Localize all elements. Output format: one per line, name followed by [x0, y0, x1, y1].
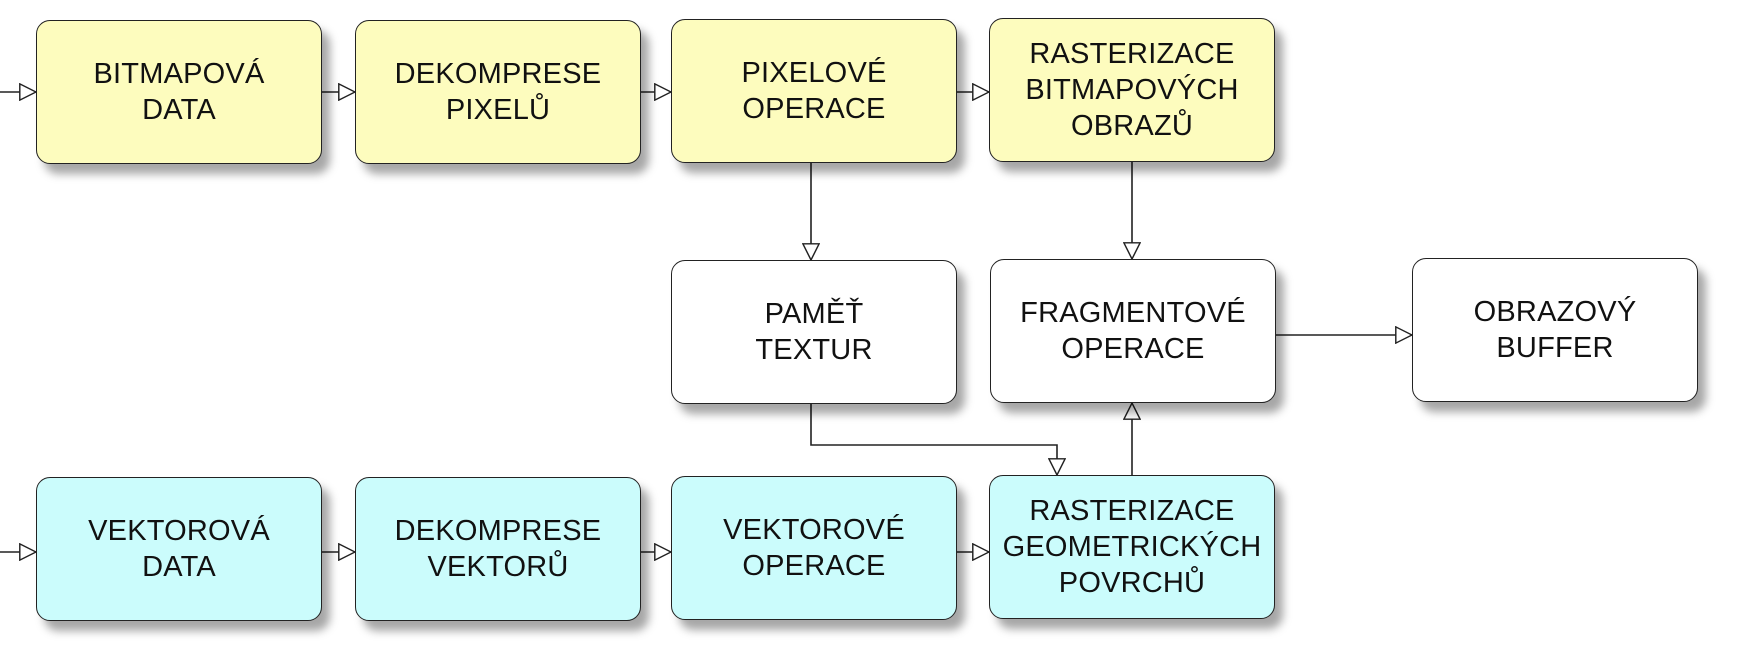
node-bitmap-rasterization: RASTERIZACE BITMAPOVÝCH OBRAZŮ [989, 18, 1275, 162]
node-fragment-operations: FRAGMENTOVÉ OPERACE [990, 259, 1276, 403]
node-pixel-operations: PIXELOVÉ OPERACE [671, 19, 957, 163]
node-pixel-decompression: DEKOMPRESE PIXELŮ [355, 20, 641, 164]
node-pixel-operations-label: PIXELOVÉ OPERACE [741, 57, 887, 125]
node-bitmap-data: BITMAPOVÁ DATA [36, 20, 322, 164]
node-texture-memory-label: PAMĚŤ TEXTUR [755, 298, 873, 366]
node-framebuffer: OBRAZOVÝ BUFFER [1412, 258, 1698, 402]
node-pixel-decompression-label: DEKOMPRESE PIXELŮ [394, 58, 602, 126]
node-geometry-rasterization: RASTERIZACE GEOMETRICKÝCH POVRCHŮ [989, 475, 1275, 619]
node-texture-memory: PAMĚŤ TEXTUR [671, 260, 957, 404]
arrow-texture-memory-to-geometry-rasterization [810, 404, 1057, 475]
node-vector-operations-label: VEKTOROVÉ OPERACE [723, 514, 905, 582]
node-bitmap-data-label: BITMAPOVÁ DATA [93, 58, 265, 126]
node-geometry-rasterization-label: RASTERIZACE GEOMETRICKÝCH POVRCHŮ [1002, 495, 1262, 599]
node-framebuffer-label: OBRAZOVÝ BUFFER [1473, 296, 1637, 364]
node-vector-data-label: VEKTOROVÁ DATA [88, 515, 270, 583]
node-vector-decompression-label: DEKOMPRESE VEKTORŮ [394, 515, 602, 583]
node-vector-data: VEKTOROVÁ DATA [36, 477, 322, 621]
node-fragment-operations-label: FRAGMENTOVÉ OPERACE [1020, 297, 1246, 365]
node-vector-decompression: DEKOMPRESE VEKTORŮ [355, 477, 641, 621]
node-vector-operations: VEKTOROVÉ OPERACE [671, 476, 957, 620]
node-bitmap-rasterization-label: RASTERIZACE BITMAPOVÝCH OBRAZŮ [1025, 38, 1239, 142]
